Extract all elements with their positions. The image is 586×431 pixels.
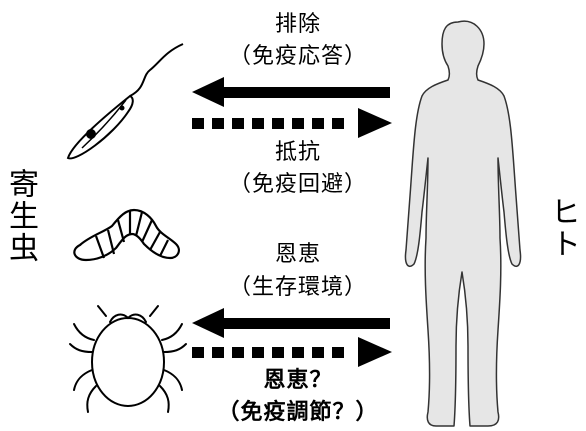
relation-4-detail: （免疫調節？） [217, 400, 379, 425]
arrow-left-solid-icon [192, 308, 390, 338]
relation-3-detail: （生存環境） [228, 275, 368, 300]
arrow-right-dotted-icon [192, 108, 392, 138]
relation-1-detail: （免疫応答） [228, 44, 368, 69]
human-label-text: ヒト [545, 196, 580, 260]
relation-2-verb: 抵抗 [274, 140, 322, 165]
relation-3-verb: 恩恵 [274, 242, 322, 267]
human-silhouette-icon [404, 20, 522, 427]
relation-2-detail: （免疫回避） [228, 172, 368, 197]
flagellate-icon [66, 43, 184, 160]
human-label: ヒト [544, 196, 580, 269]
parasite-label-text: 寄生虫 [3, 168, 38, 264]
arrow-right-dotted-icon [192, 337, 392, 367]
relation-1-verb: 排除 [274, 12, 322, 37]
mite-icon [69, 305, 187, 413]
parasite-label: 寄生虫 [2, 168, 38, 273]
relation-4-verb: 恩恵？ [263, 368, 333, 393]
worm-icon [73, 208, 180, 262]
arrow-left-solid-icon [192, 77, 390, 107]
